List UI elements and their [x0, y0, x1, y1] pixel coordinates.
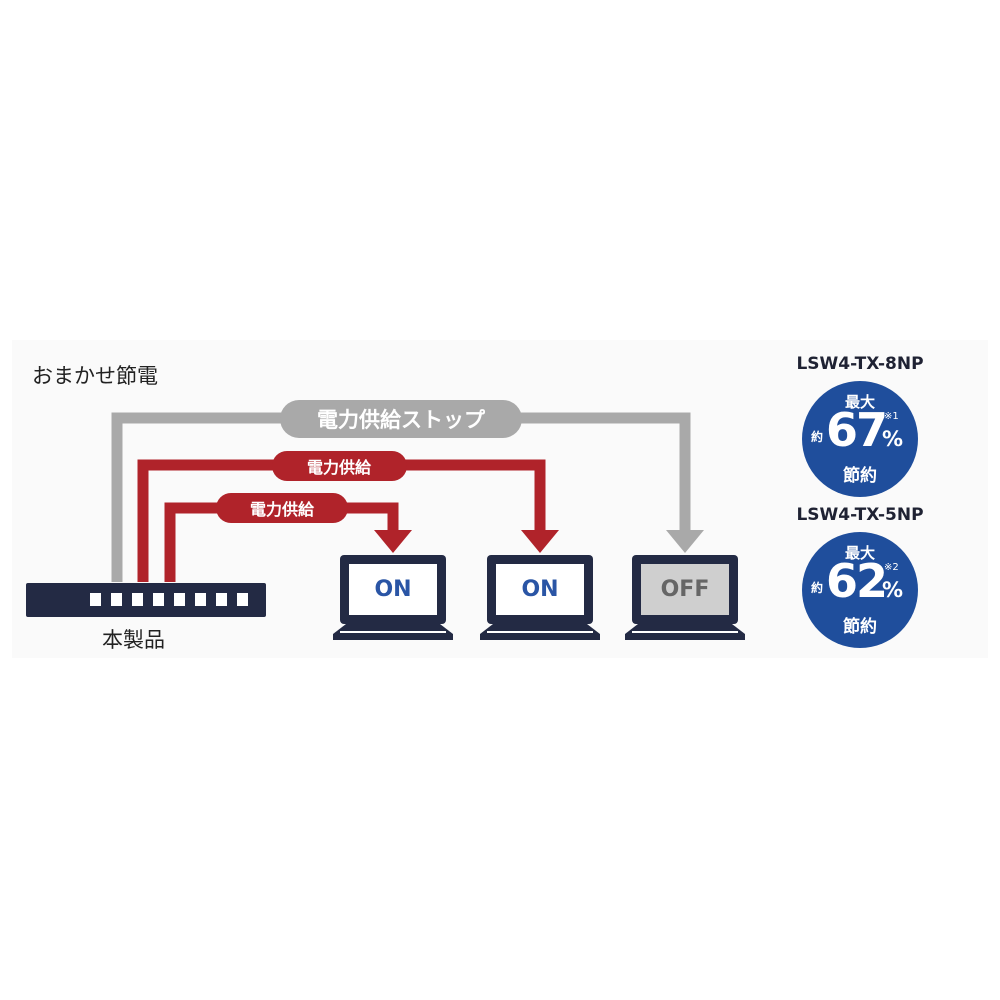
badge-note: ※1 — [884, 411, 899, 422]
laptop-2-state: ON — [521, 577, 558, 602]
stop-pill: 電力供給ストップ — [280, 400, 522, 438]
badge-value: 62 — [826, 554, 888, 608]
badge-note: ※2 — [884, 562, 899, 573]
badge-approx-label: 約 — [811, 581, 824, 595]
badge-approx-label: 約 — [811, 430, 824, 444]
stop-label: 電力供給ストップ — [317, 408, 486, 432]
savings-badge-8np: 最大 約 67 ※1 % 節約 — [802, 381, 918, 497]
badge-saving-label: 節約 — [843, 466, 877, 486]
switch-ports — [90, 593, 248, 606]
supply-label-1: 電力供給 — [250, 500, 315, 519]
laptop-3: OFF — [625, 555, 745, 640]
laptop-3-state: OFF — [661, 577, 710, 602]
model-name-5np: LSW4-TX-5NP — [796, 505, 924, 525]
switch-device — [26, 583, 266, 617]
supply-pill-2: 電力供給 — [272, 451, 407, 481]
supply-pill-1: 電力供給 — [216, 493, 348, 523]
badge-value: 67 — [826, 403, 888, 457]
badge-max-label: 最大 — [844, 393, 875, 411]
model-name-8np: LSW4-TX-8NP — [796, 354, 924, 374]
badge-percent: % — [882, 427, 904, 451]
laptop-1: ON — [333, 555, 453, 640]
product-label: 本製品 — [102, 628, 165, 652]
badge-saving-label: 節約 — [843, 617, 877, 637]
badge-percent: % — [882, 578, 904, 602]
laptop-2: ON — [480, 555, 600, 640]
badge-max-label: 最大 — [844, 544, 875, 562]
savings-badge-5np: 最大 約 62 ※2 % 節約 — [802, 532, 918, 648]
supply-label-2: 電力供給 — [307, 458, 372, 477]
diagram-title: おまかせ節電 — [32, 364, 158, 388]
laptop-1-state: ON — [374, 577, 411, 602]
